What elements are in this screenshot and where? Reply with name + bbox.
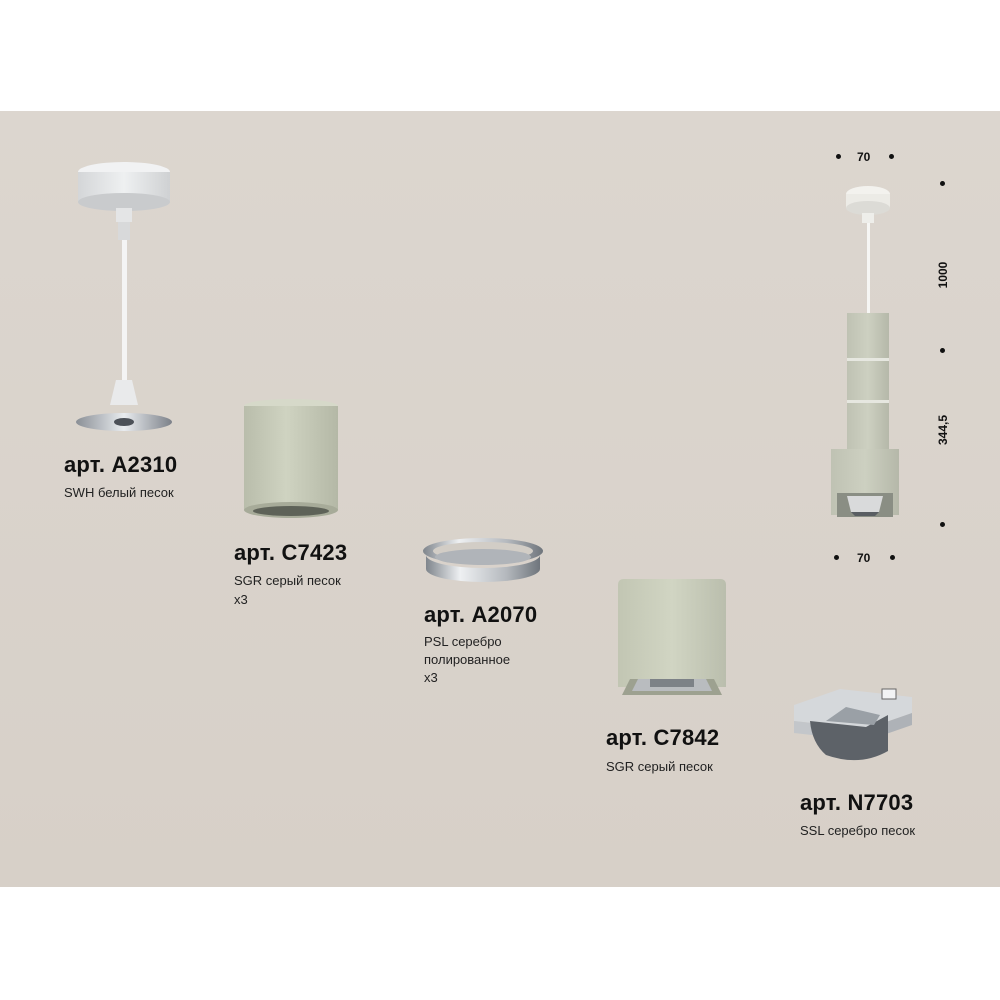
product-qty-a2070: x3 (424, 670, 438, 685)
suspension-image (76, 162, 172, 431)
article-title-a2070: арт. A2070 (424, 602, 538, 627)
article-title-a2310: арт. A2310 (64, 452, 178, 477)
product-desc-a2310: SWH белый песок (64, 485, 174, 500)
product-desc-n7703: SSL серебро песок (800, 823, 916, 838)
cable-length-dimension: 1000 (936, 261, 950, 289)
dimension-marker (889, 154, 894, 159)
product-desc-a2070: PSL серебро (424, 634, 502, 649)
article-title-c7842: арт. C7842 (606, 725, 720, 750)
square-housing-image (618, 579, 726, 695)
ring-image (423, 538, 543, 582)
dimension-marker (940, 181, 945, 186)
assembled-lamp-image (831, 186, 899, 517)
product-qty-c7423: x3 (234, 592, 248, 607)
product-desc-c7423: SGR серый песок (234, 573, 341, 588)
bottom-width-dimension: 70 (857, 551, 871, 565)
article-title-c7423: арт. C7423 (234, 540, 348, 565)
dimension-marker (834, 555, 839, 560)
dimension-marker (836, 154, 841, 159)
article-title-n7703: арт. N7703 (800, 790, 914, 815)
dimension-marker (890, 555, 895, 560)
dimension-marker (940, 348, 945, 353)
top-width-dimension: 70 (857, 150, 871, 164)
cylinder-housing-image (244, 399, 338, 518)
product-desc-c7842: SGR серый песок (606, 759, 713, 774)
square-insert-image (794, 688, 912, 761)
body-height-dimension: 344,5 (936, 414, 950, 446)
product-desc-a2070-line2: полированное (424, 652, 511, 667)
dimension-marker (940, 522, 945, 527)
